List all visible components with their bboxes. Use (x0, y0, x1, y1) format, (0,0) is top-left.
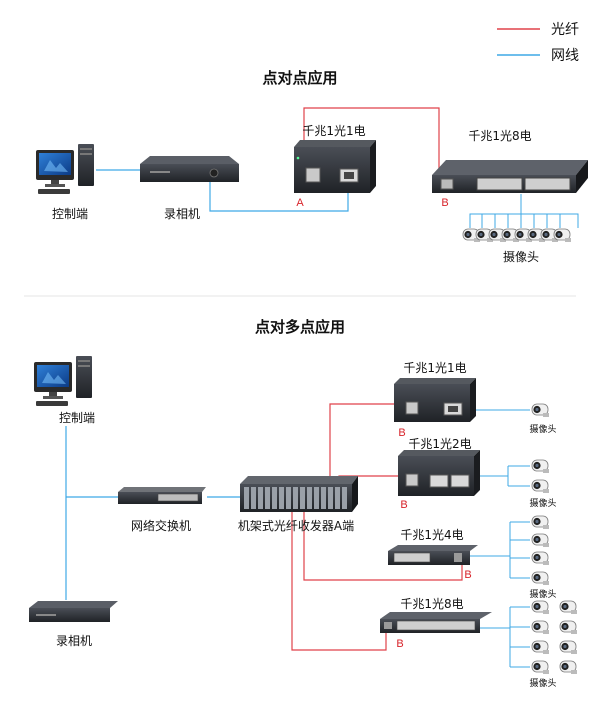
section2-fiber-links (291, 403, 463, 651)
recorder-icon (140, 156, 239, 182)
camera-icon (531, 459, 550, 474)
control-pc-icon (34, 356, 92, 406)
section2-title: 点对多点应用 (255, 318, 345, 336)
converter-1g1e-icon (294, 140, 376, 193)
network-bus-cameras (469, 213, 579, 228)
fiber-link-1g8e (291, 512, 387, 651)
section2-control-label: 控制端 (59, 411, 95, 425)
section2-cameras (531, 403, 578, 675)
network-link-recorder-converter (209, 182, 349, 212)
section2-1g2e-port-b: B (400, 499, 407, 511)
converter-1g2e-icon (398, 450, 480, 496)
camera-icon (531, 533, 550, 548)
converter-1g8e-icon (380, 612, 492, 633)
section2-cam-label-2: 摄像头 (529, 497, 556, 509)
camera-icon (531, 515, 550, 530)
camera-icon (559, 640, 578, 655)
section1-converter-1g8e-label: 千兆1光8电 (468, 129, 531, 143)
fiber-link-1g4e (303, 512, 463, 581)
camera-icon (531, 600, 550, 615)
converter-1g1e-icon (394, 378, 476, 422)
section2-1g8e-label: 千兆1光8电 (400, 597, 463, 611)
section2-rack-label: 机架式光纤收发器A端 (238, 518, 354, 533)
rack-chassis-icon (240, 476, 358, 512)
section1-port-a: A (296, 197, 304, 209)
section1-cameras-label: 摄像头 (503, 249, 539, 264)
converter-1g4e-icon (388, 545, 478, 565)
legend: 光纤 网线 (497, 22, 579, 64)
section2-1g1e-label: 千兆1光1电 (403, 361, 466, 375)
section2-1g8e-port-b: B (396, 638, 403, 650)
camera-icon (531, 640, 550, 655)
legend-network-label: 网线 (551, 48, 579, 64)
camera-icon (559, 660, 578, 675)
camera-icon (559, 620, 578, 635)
recorder-icon (29, 601, 118, 622)
section2-recorder-label: 录相机 (56, 634, 92, 648)
camera-icon (531, 403, 550, 418)
section1-title: 点对点应用 (262, 69, 337, 87)
camera-icon (559, 600, 578, 615)
section2-1g4e-label: 千兆1光4电 (400, 528, 463, 542)
camera-icon (531, 479, 550, 494)
section2-1g2e-label: 千兆1光2电 (408, 437, 471, 451)
section1-control-label: 控制端 (52, 207, 88, 221)
camera-icon (531, 660, 550, 675)
section2-cam-label-8: 摄像头 (529, 677, 556, 689)
converter-1g8e-icon (432, 160, 588, 193)
camera-icon (531, 620, 550, 635)
fiber-link-1g1e (329, 403, 400, 484)
section2-1g4e-port-b: B (464, 569, 471, 581)
section2-1g1e-port-b: B (398, 427, 405, 439)
camera-icon (531, 571, 550, 586)
section2-switch-label: 网络交换机 (131, 518, 191, 533)
section1-port-b: B (441, 197, 448, 209)
section1-cameras (462, 228, 572, 243)
control-pc-icon (36, 144, 94, 194)
section2-cam-label-4: 摄像头 (529, 588, 556, 600)
camera-icon (531, 551, 550, 566)
section1-recorder-label: 录相机 (164, 207, 200, 221)
network-switch-icon (118, 487, 206, 504)
legend-fiber-label: 光纤 (551, 22, 579, 38)
section1-converter-1g1e-label: 千兆1光1电 (302, 124, 365, 138)
section2-cam-label-1: 摄像头 (529, 423, 556, 435)
